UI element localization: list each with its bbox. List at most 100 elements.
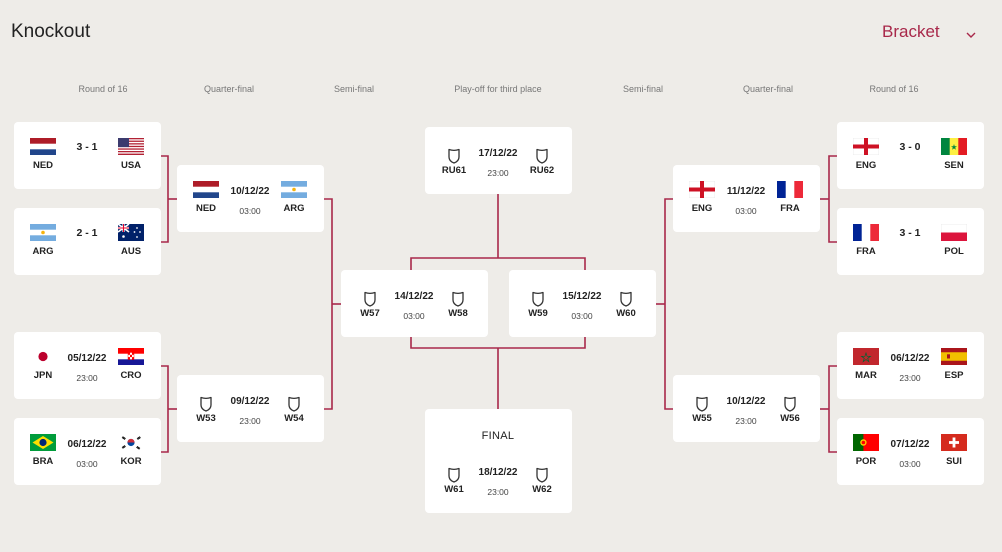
team-away-label: SUI (946, 456, 962, 467)
spain-flag-icon (941, 348, 967, 365)
match-score: 3 - 1 (76, 141, 98, 153)
match-card-l16d[interactable]: BRA KOR 06/12/22 03:00 (14, 418, 161, 485)
team-away-label: KOR (120, 456, 142, 467)
match-date: 05/12/22 (67, 353, 107, 364)
match-card-third[interactable]: RU61 RU62 17/12/22 23:00 (425, 127, 572, 194)
round-label-right-qf: Quarter-final (742, 84, 794, 94)
match-date: 10/12/22 (726, 396, 766, 407)
match-date: 10/12/22 (230, 186, 270, 197)
round-label-left-qf: Quarter-final (203, 84, 255, 94)
team-home-label: W59 (528, 308, 548, 319)
netherlands-flag-icon (30, 138, 56, 155)
poland-flag-icon (941, 224, 967, 241)
match-time: 03:00 (403, 311, 425, 321)
team-home-label: ENG (855, 160, 877, 171)
shield-icon (531, 291, 545, 307)
team-away-label: POL (944, 246, 964, 257)
match-card-l16a[interactable]: NED USA 3 - 1 (14, 122, 161, 189)
bracket-connector-13 (410, 257, 586, 270)
team-away-label: ARG (283, 203, 305, 214)
match-date: 06/12/22 (67, 439, 107, 450)
team-home-label: BRA (32, 456, 54, 467)
match-score: 3 - 1 (899, 227, 921, 239)
bracket-connector-2 (161, 365, 169, 453)
shield-icon (695, 396, 709, 412)
team-home-label: W55 (692, 413, 712, 424)
match-time: 23:00 (735, 416, 757, 426)
team-home-label: MAR (855, 370, 877, 381)
team-away-label: FRA (780, 203, 800, 214)
team-away-label: RU62 (529, 165, 555, 176)
match-date: 11/12/22 (726, 186, 766, 197)
team-home-label: ENG (691, 203, 713, 214)
team-home-label: NED (32, 160, 54, 171)
match-card-rqfb[interactable]: W55 W56 10/12/22 23:00 (673, 375, 820, 442)
team-home-label: W61 (444, 484, 464, 495)
shield-icon (619, 291, 633, 307)
team-home-label: FRA (856, 246, 876, 257)
round-label-right-r16: Round of 16 (869, 84, 919, 94)
brazil-flag-icon (30, 434, 56, 451)
shield-icon (447, 467, 461, 483)
round-label-left-sf: Semi-final (333, 84, 374, 94)
senegal-flag-icon (941, 138, 967, 155)
shield-icon (535, 467, 549, 483)
round-label-right-sf: Semi-final (622, 84, 663, 94)
round-label-third: Play-off for third place (454, 84, 542, 94)
match-time: 03:00 (76, 459, 98, 469)
argentina-flag-icon (30, 224, 56, 241)
shield-icon (287, 396, 301, 412)
bracket-connector-8 (828, 365, 837, 453)
netherlands-flag-icon (193, 181, 219, 198)
match-card-r16a[interactable]: ENG SEN 3 - 0 (837, 122, 984, 189)
bracket-connector-10 (664, 198, 673, 410)
shield-icon (451, 291, 465, 307)
view-dropdown[interactable]: Bracket (882, 22, 976, 42)
match-time: 23:00 (487, 168, 509, 178)
team-away-label: W56 (780, 413, 800, 424)
team-away-label: W54 (284, 413, 304, 424)
match-time: 23:00 (76, 373, 98, 383)
japan-flag-icon (30, 348, 56, 365)
round-label-left-r16: Round of 16 (78, 84, 128, 94)
match-date: 07/12/22 (890, 439, 930, 450)
match-date: 18/12/22 (478, 467, 518, 478)
team-home-label: RU61 (441, 165, 467, 176)
match-time: 03:00 (899, 459, 921, 469)
match-date: 09/12/22 (230, 396, 270, 407)
team-away-label: CRO (120, 370, 142, 381)
final-label: FINAL (481, 430, 515, 442)
view-dropdown-label: Bracket (882, 22, 940, 41)
match-time: 23:00 (239, 416, 261, 426)
england-flag-icon (853, 138, 879, 155)
match-time: 23:00 (899, 373, 921, 383)
bracket-connector-14 (410, 337, 586, 349)
match-time: 03:00 (571, 311, 593, 321)
team-away-label: SEN (944, 160, 964, 171)
team-away-label: USA (120, 160, 142, 171)
match-time: 03:00 (239, 206, 261, 216)
match-score: 3 - 0 (899, 141, 921, 153)
match-date: 17/12/22 (478, 148, 518, 159)
match-card-rsf[interactable]: W59 W60 15/12/22 03:00 (509, 270, 656, 337)
australia-flag-icon (118, 224, 144, 241)
shield-icon (363, 291, 377, 307)
team-home-label: W53 (196, 413, 216, 424)
shield-icon (199, 396, 213, 412)
match-card-r16b[interactable]: FRA POL 3 - 1 (837, 208, 984, 275)
team-away-label: W60 (616, 308, 636, 319)
switzerland-flag-icon (941, 434, 967, 451)
chevron-down-icon (966, 27, 976, 38)
match-card-lqfb[interactable]: W53 W54 09/12/22 23:00 (177, 375, 324, 442)
match-date: 15/12/22 (562, 291, 602, 302)
portugal-flag-icon (853, 434, 879, 451)
match-time: 23:00 (487, 487, 509, 497)
